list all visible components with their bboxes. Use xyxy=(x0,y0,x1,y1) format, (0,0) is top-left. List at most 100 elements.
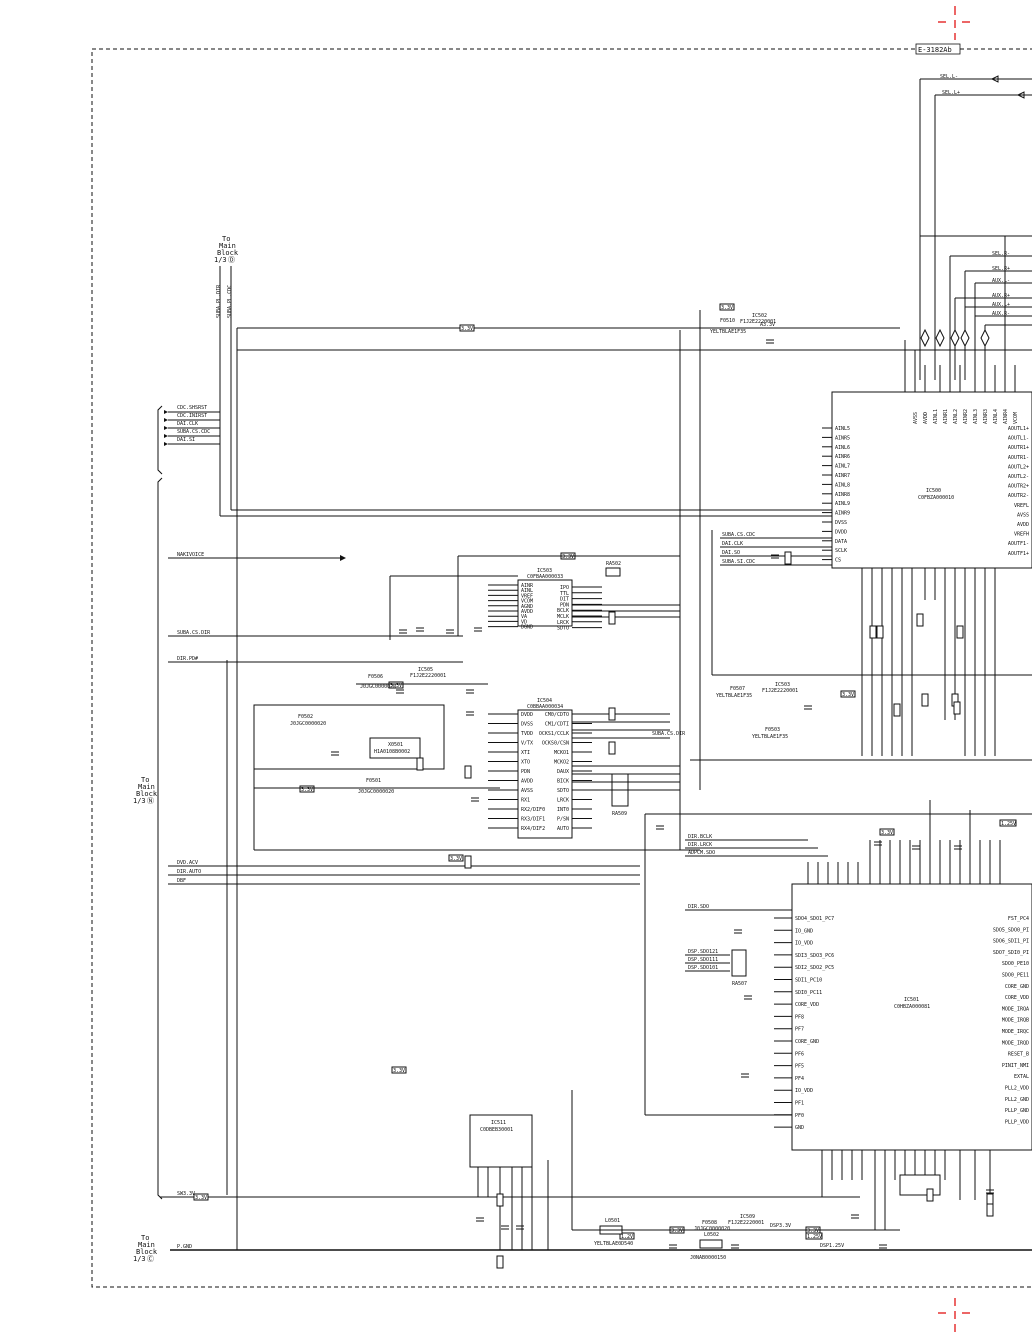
ic500-pin-label: AOUTR1+ xyxy=(1008,445,1029,451)
svg-text:1/3: 1/3 xyxy=(133,797,146,805)
ic503-pin-label: AINL xyxy=(521,588,533,594)
ic500-top-pin-label: VCOM xyxy=(1013,412,1019,424)
ic500-left-pins: AINL5AINR5AINL6AINR6AINL7AINR7AINL8AINR8… xyxy=(822,426,850,564)
rail-label-1v25-b: 1.25V xyxy=(807,1234,822,1240)
ic503-pin-label: DIT xyxy=(560,597,569,603)
ic501-pin-label: PF0 xyxy=(795,1113,804,1119)
ic504-pin-label: TVDD xyxy=(521,731,533,737)
rail-label-3v3-l: 3.3V xyxy=(807,1228,819,1234)
ic504-pin-label: AUTO xyxy=(557,826,569,832)
ic501-pin-label: SDI3_SDO3_PC6 xyxy=(795,953,834,959)
ic505-ref: IC505 xyxy=(418,667,433,673)
rail-label-3v3-b: 3.3V xyxy=(721,305,733,311)
ic500-pin-label: SCLK xyxy=(835,548,847,554)
ic501-pin-label: CORE_VDD xyxy=(1005,995,1029,1001)
net-suba-cs-cdc: SUBA.CS.CDC xyxy=(177,429,210,435)
ic503-pin-label: VA xyxy=(521,614,527,620)
ic500-top-pin-label: AVSS xyxy=(913,412,919,424)
ic501-right-pins: FST_PC4SDO5_SDO0_PISDO6_SDI1_PISDO7_SDI0… xyxy=(993,916,1029,1125)
resistor xyxy=(608,707,616,721)
resistor xyxy=(416,757,424,771)
resistor xyxy=(926,1188,934,1202)
main-block-ref-middle: To Main Block 1/3 Ⓝ xyxy=(133,776,158,805)
ic500-pin-label: AINR5 xyxy=(835,435,850,441)
svg-text:F0502: F0502 xyxy=(298,714,313,720)
resistor xyxy=(893,703,901,717)
ic503-pin-label: SDTO xyxy=(557,626,569,632)
ic500-top-pin-label: AVDD xyxy=(923,412,929,424)
ic504-pin-label: LRCK xyxy=(557,798,569,804)
ic503-pin-label: AGND xyxy=(521,604,533,610)
ic501-pin-label: PF7 xyxy=(795,1027,804,1033)
ic501-part: C0HBZA000081 xyxy=(894,1004,930,1010)
svg-text:Block: Block xyxy=(217,249,239,257)
ic500-pin-label: AINL9 xyxy=(835,501,850,507)
ic500-bottom-leads xyxy=(861,568,996,756)
net-sw3v3: SW3.3V xyxy=(177,1191,195,1197)
ic504-pin-label: MCKO1 xyxy=(554,750,569,756)
ic501-pin-label: IO_VDD xyxy=(795,941,813,947)
ic501-pin-label: SDI0_PC11 xyxy=(795,990,822,996)
svg-text:J0JGC0000020: J0JGC0000020 xyxy=(360,684,396,690)
net-suba-pl-dir: SUBA.PL.DIR xyxy=(216,284,222,318)
ic501-pin-label: GND xyxy=(795,1125,804,1131)
net-dai-so-2: DAI.SO xyxy=(722,550,740,556)
ic501-pin-label: IO_VDD xyxy=(795,1088,813,1094)
ic500-pin-label: VREFL xyxy=(1014,503,1029,509)
ic504-pin-label: BICK xyxy=(557,779,569,785)
ic501-pin-label: MODE_IRQB xyxy=(1002,1018,1029,1024)
svg-text:Main: Main xyxy=(138,1241,155,1249)
ic500-top-pin-label: AINL3 xyxy=(973,409,979,424)
net-cdc-shsrst: CDC.SHSRST xyxy=(177,405,207,411)
left-single-nets xyxy=(168,555,640,885)
resistor xyxy=(784,551,792,565)
ic503-pin-label: DGND xyxy=(521,625,533,631)
net-cdc-inirst: CDC.INIRST xyxy=(177,413,207,419)
ic500-pin-label: AVDD xyxy=(1017,522,1029,528)
ic501-pin-label: PLL2_GND xyxy=(1005,1097,1029,1103)
crystal-x0501 xyxy=(369,737,421,759)
cdc-bus xyxy=(711,530,1032,676)
ic500-top-pin-label: AINR4 xyxy=(1003,409,1009,424)
ic500-pin-label: AVSS xyxy=(1017,512,1029,518)
resistor xyxy=(496,1193,504,1207)
ra507 xyxy=(731,949,747,977)
coil-l0502-ref: L0502 xyxy=(704,1232,719,1238)
ic500-pin-label: DATA xyxy=(835,539,847,545)
svg-text:IC503: IC503 xyxy=(775,682,790,688)
net-dai-si: DAI.SI xyxy=(177,437,195,443)
svg-text:Ⓒ: Ⓒ xyxy=(147,1255,154,1263)
ic500-pin-label: AOUTF1+ xyxy=(1008,551,1029,557)
ic500-top-pin-label: AINL2 xyxy=(953,409,959,424)
ic503-pin-label: AVDD xyxy=(521,609,533,615)
svg-text:Main: Main xyxy=(138,783,155,791)
ic504-pin-label: DAUX xyxy=(557,769,569,775)
ic501-pin-label: PLLP_GND xyxy=(1005,1108,1029,1114)
net-dsp3v3: DSP3.3V xyxy=(770,1223,791,1229)
ic511-body xyxy=(469,1114,533,1168)
net-dvd-acv: DVD.ACV xyxy=(177,860,198,866)
ic501-pin-label: PF4 xyxy=(795,1076,804,1082)
filter-labels: F0501 J0JGC0000020 F0502 J0JGC0000020 F0… xyxy=(290,318,788,1232)
ic501-pin-label: RESET_B xyxy=(1008,1052,1029,1058)
ic504-pin-label: SDTO xyxy=(557,788,569,794)
net-suba-cs-dir: SUBA.CS.DIR xyxy=(177,630,211,636)
ic501-pin-label: MODE_IRQD xyxy=(1002,1040,1029,1046)
passive-components xyxy=(331,339,994,1269)
svg-text:Ⓝ: Ⓝ xyxy=(147,797,154,805)
dir-bus xyxy=(685,839,828,972)
rail-label-3v3-j: 3.3V xyxy=(195,1195,207,1201)
resistor xyxy=(876,625,884,639)
ic500-pin-label: AINL7 xyxy=(835,464,850,470)
net-sel-l-plus: SEL.L+ xyxy=(942,90,960,96)
ic500-pin-label: AOUTL2+ xyxy=(1008,464,1029,470)
main-block-ref-top: To Main Block 1/3 Ⓓ xyxy=(214,235,239,264)
ic500-pin-label: DVDD xyxy=(835,529,847,535)
ic504-pin-label: OCKS0/CSN xyxy=(542,741,569,747)
ic504-pin-label: DVSS xyxy=(521,722,533,728)
svg-text:Main: Main xyxy=(219,242,236,250)
svg-text:1/3: 1/3 xyxy=(214,256,227,264)
ic504-left-pins: DVDDDVSSTVDDV/TXXTIXTOPDNAVDDAVSSRX1RX2/… xyxy=(488,712,545,832)
coil-l0502-part: J0NAB0000150 xyxy=(690,1255,726,1261)
